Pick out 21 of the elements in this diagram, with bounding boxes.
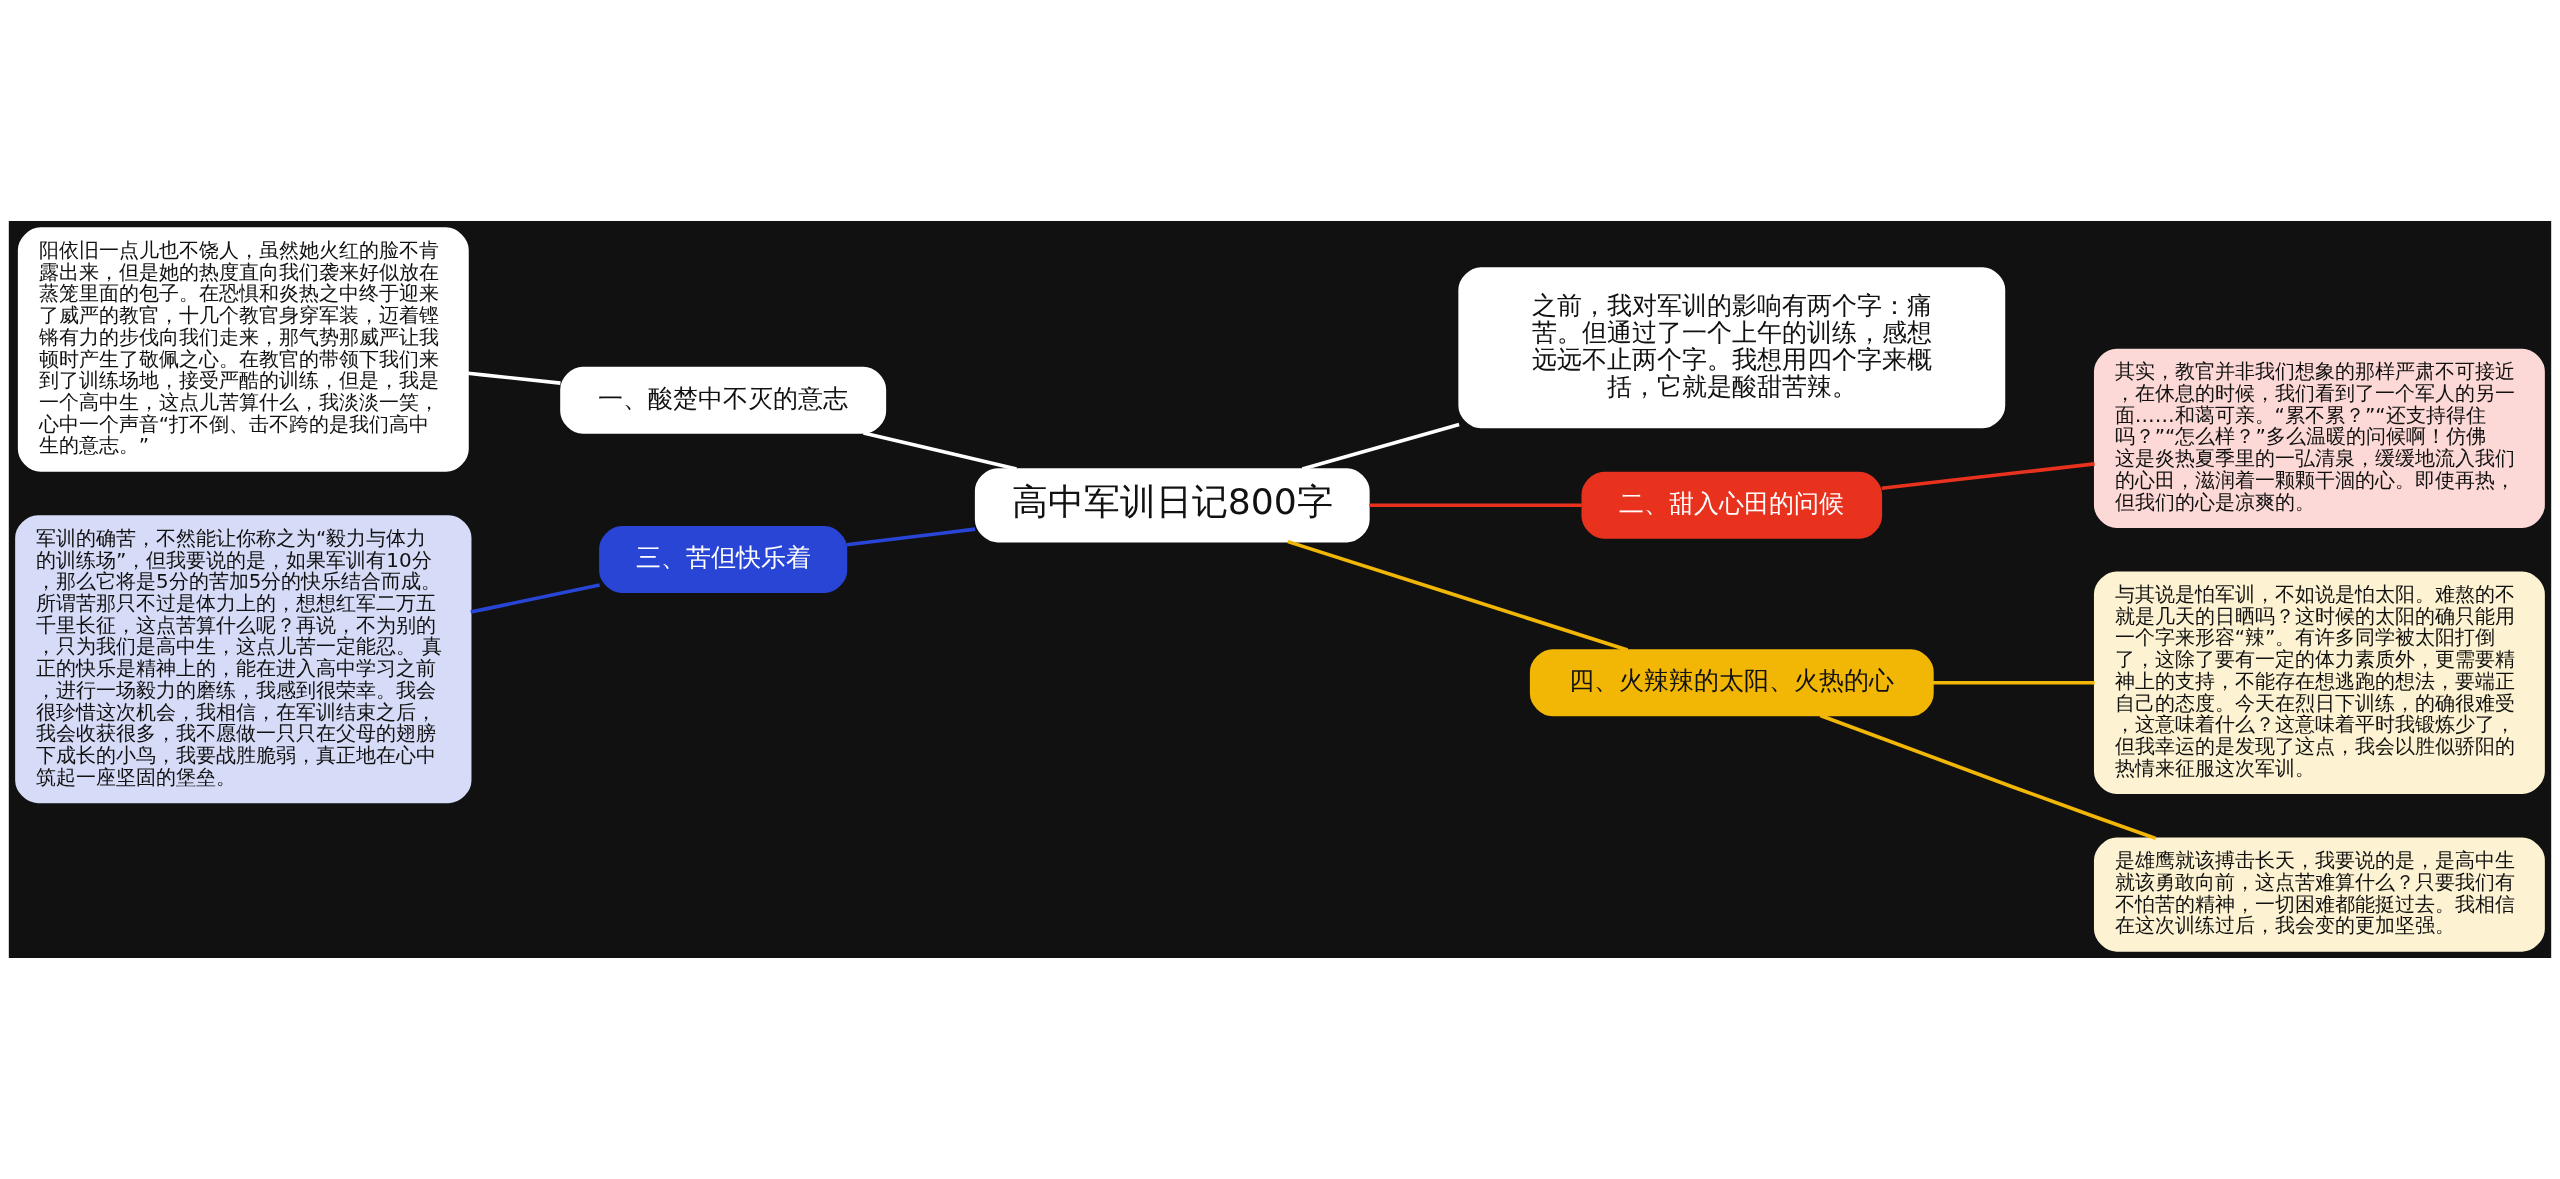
node-box: 其实，教官并非我们想象的那样严肃不可接近，在休息的时候，我们看到了一个军人的另一面……和蔼可亲。“累不累？”“还支持得住吗？”“怎么样？”多么温暖的问候啊！仿佛这是炎热夏季里的一弘清泉，缓缓地流入我们的心田，滋润着一颗颗干涸的心。即使再热，但我们的心是凉爽的。 xyxy=(2093,348,2545,528)
connector xyxy=(470,583,600,614)
node-box: 军训的确苦，不然能让你称之为“毅力与体力的训练场”，但我要说的是，如果军训有10分，那么它将是5分的苦加5分的快乐结合而成。所谓苦那只不过是体力上的，想想红军二万五千里长征，这点苦算什么呢？再说，不为别的，只为我们是高中生，这点儿苦一定能忍。 真正的快乐是精神上的，能在进入高中学习之前，进行一场毅力的磨练，我感到很荣幸。我会很珍惜这次机会，我相信，在军训结束之后，我会收获很多，我不愿做一只只在父母的翅膀下成长的小鸟，我要战胜脆弱，真正地在心中筑起一座坚固的堡垒。 xyxy=(15,515,472,804)
node-box: 是雄鹰就该搏击长天，我要说的是，是高中生就该勇敢向前，这点苦难算什么？只要我们有不怕苦的精神，一切困难都能挺过去。我相信在这次训练过后，我会变的更加坚强。 xyxy=(2093,837,2545,952)
node-box: 二、甜入心田的问候 xyxy=(1581,471,1883,539)
connector xyxy=(467,371,561,385)
connector xyxy=(1301,422,1460,471)
connector xyxy=(1287,539,1629,652)
connector xyxy=(846,527,976,547)
node-box: 之前，我对军训的影响有两个字：痛苦。但通过了一个上午的训练，感想远远不止两个字。我想用四个字来概括，它就是酸甜苦辣。 xyxy=(1458,267,2006,429)
node-box: 三、苦但快乐着 xyxy=(599,526,848,594)
node-box: 阳依旧一点儿也不饶人，虽然她火红的脸不肯露出来，但是她的热度直向我们袭来好似放在蒸笼里面的包子。在恐惧和炎热之中终于迎来了威严的教官，十几个教官身穿军装，迈着铿锵有力的步伐向我们走来，那气势那威严让我顿时产生了敬佩之心。在教官的带领下我们来到了训练场地，接受严酷的训练，但是，我是一个高中生，这点儿苦算什么，我淡淡一笑，心中一个声音“打不倒、击不跨的是我们高中生的意志。” xyxy=(17,227,469,472)
connector xyxy=(863,431,1017,471)
node-box: 一、酸楚中不灭的意志 xyxy=(560,366,887,434)
node-box: 与其说是怕军训，不如说是怕太阳。难熬的不就是几天的日晒吗？这时候的太阳的确只能用一个字来形容“辣”。有许多同学被太阳打倒了，这除了要有一定的体力素质外，更需要精神上的支持，不能存在想逃跑的想法，要端正自己的态度。今天在烈日下训练，的确很难受，这意味着什么？这意味着平时我锻炼少了，但我幸运的是发现了这点，我会以胜似骄阳的热情来征服这次军训。 xyxy=(2093,571,2545,795)
connector xyxy=(1881,462,2095,491)
node-box: 高中军训日记800字 xyxy=(974,468,1370,543)
connector xyxy=(1932,680,2095,685)
node-box: 四、火辣辣的太阳、火热的心 xyxy=(1529,649,1934,717)
connector xyxy=(1819,713,2157,841)
connector xyxy=(1369,503,1582,508)
